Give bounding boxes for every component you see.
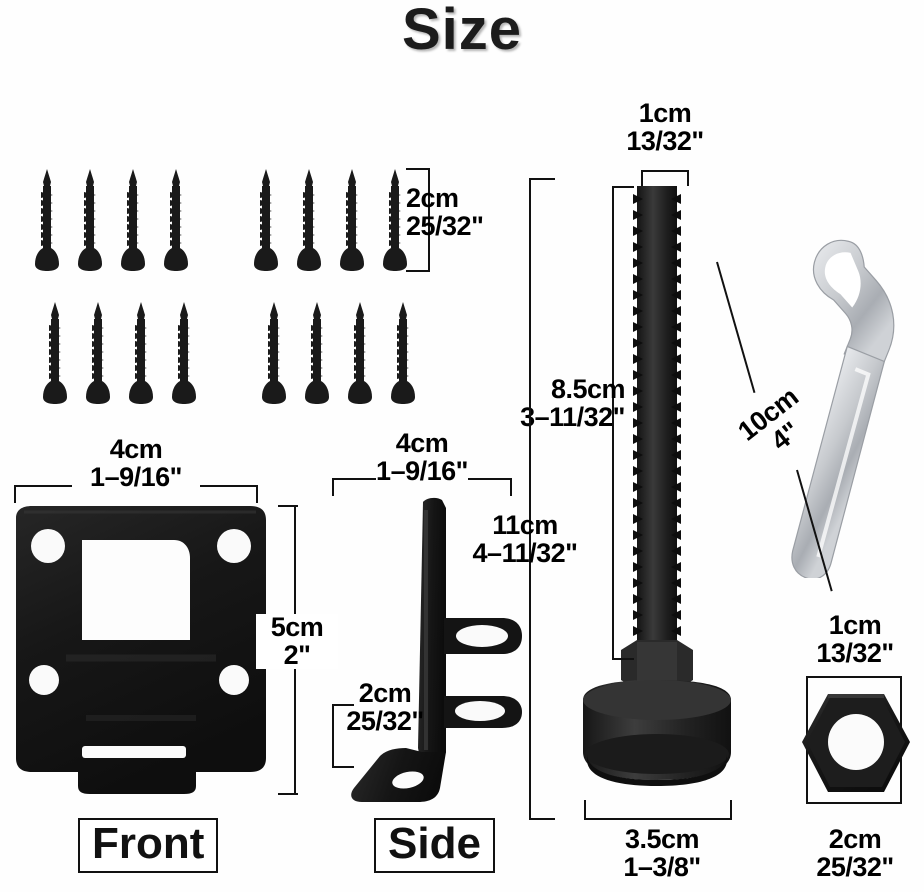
nut-width-tick-left <box>806 792 808 804</box>
nut-width-bracket <box>806 802 902 804</box>
bolt-head-dim-cm: 1cm <box>638 98 692 128</box>
screw <box>304 301 330 409</box>
bolt-total-bracket <box>529 178 531 820</box>
nut-height-dim-inch: 13/32" <box>816 637 894 668</box>
nut-height-dimension-label: 1cm 13/32" <box>790 610 920 668</box>
side-width-bracket-right <box>468 478 512 480</box>
nut-width-dim-inch: 25/32" <box>816 851 894 882</box>
side-width-bracket-left <box>332 478 376 480</box>
bolt-head-bracket <box>641 170 689 172</box>
bolt-total-dim-inch: 4–11/32" <box>472 537 578 568</box>
bolt-thread-tick-bottom <box>612 658 634 660</box>
side-foot-dim-cm: 2cm <box>358 678 412 708</box>
bolt-head-tick-right <box>687 170 689 186</box>
bolt-base-bracket <box>584 818 732 820</box>
screw-dim-cm: 2cm <box>406 183 459 213</box>
bolt-total-tick-top <box>529 178 555 180</box>
plate-height-dimension-label: 5cm 2" <box>256 612 338 670</box>
plate-width-tick-right <box>256 485 258 503</box>
side-caption: Side <box>374 818 495 874</box>
screw <box>347 301 373 409</box>
screw <box>390 301 416 409</box>
screw <box>42 301 68 409</box>
front-plate <box>6 500 276 800</box>
bolt-thread-dim-cm: 8.5cm <box>550 374 626 404</box>
screw-dim-tick-bottom <box>406 270 430 272</box>
screw <box>85 301 111 409</box>
side-width-dim-cm: 4cm <box>395 428 449 458</box>
bolt-thread-dimension-label: 8.5cm 3–11/32" <box>513 374 626 432</box>
plate-width-dimension-label: 4cm 1–9/16" <box>56 434 216 492</box>
side-foot-dimension-label: 2cm 25/32" <box>330 678 440 736</box>
plate-width-bracket-right <box>200 485 258 487</box>
bolt-base-dim-cm: 3.5cm <box>624 824 700 854</box>
screw <box>163 168 189 276</box>
wrench <box>714 228 924 580</box>
screw <box>77 168 103 276</box>
bolt-total-dimension-label: 11cm 4–11/32" <box>455 510 595 568</box>
bolt-total-dim-cm: 11cm <box>492 510 558 540</box>
plate-width-tick-left <box>14 485 16 503</box>
nut-width-dimension-label: 2cm 25/32" <box>790 824 920 882</box>
screw-dimension-label: 2cm 25/32" <box>406 183 526 241</box>
bolt-head-tick-left <box>641 170 643 186</box>
screw <box>120 168 146 276</box>
side-width-tick-right <box>510 478 512 496</box>
side-foot-bracket <box>332 704 334 768</box>
screw-dim-bracket-vertical <box>428 168 430 272</box>
plate-height-dim-inch: 2" <box>283 639 311 670</box>
plate-width-dim-inch: 1–9/16" <box>90 461 182 492</box>
bolt-base-tick-right <box>730 800 732 820</box>
side-foot-tick-top <box>332 704 354 706</box>
front-caption: Front <box>78 818 219 874</box>
nut-width-tick-right <box>900 792 902 804</box>
plate-height-tick-top <box>278 505 298 507</box>
nut-height-tick-top <box>806 676 902 678</box>
bolt-thread-tick-top <box>612 186 634 188</box>
side-foot-tick-bottom <box>332 766 354 768</box>
screw <box>171 301 197 409</box>
plate-width-dim-cm: 4cm <box>109 434 163 464</box>
side-foot-dim-inch: 25/32" <box>346 705 424 736</box>
bolt-thread-bracket <box>612 186 614 660</box>
bolt-base-tick-left <box>584 800 586 820</box>
screw-dim-tick-top <box>406 168 430 170</box>
page-title: Size <box>401 0 523 62</box>
screw-dim-inch: 25/32" <box>406 210 484 241</box>
hex-nut <box>798 684 914 804</box>
screw <box>261 301 287 409</box>
plate-height-dim-cm: 5cm <box>270 612 324 642</box>
screw <box>296 168 322 276</box>
side-width-tick-left <box>332 478 334 496</box>
screw <box>128 301 154 409</box>
side-bracket <box>330 480 540 810</box>
bolt-base-dimension-label: 3.5cm 1–3/8" <box>588 824 736 882</box>
side-width-dimension-label: 4cm 1–9/16" <box>342 428 502 486</box>
nut-width-dim-cm: 2cm <box>828 824 882 854</box>
screw <box>339 168 365 276</box>
leveling-bolt <box>565 180 745 810</box>
nut-height-dim-cm: 1cm <box>828 610 882 640</box>
screw <box>34 168 60 276</box>
bolt-total-tick-bottom <box>529 818 555 820</box>
bolt-head-dimension-label: 1cm 13/32" <box>600 98 730 156</box>
screw <box>253 168 279 276</box>
side-width-dim-inch: 1–9/16" <box>376 455 468 486</box>
screw <box>382 168 408 276</box>
bolt-base-dim-inch: 1–3/8" <box>623 851 701 882</box>
plate-height-tick-bottom <box>278 793 298 795</box>
bolt-thread-dim-inch: 3–11/32" <box>520 401 625 432</box>
plate-width-bracket-left <box>14 485 72 487</box>
bolt-head-dim-inch: 13/32" <box>626 125 704 156</box>
